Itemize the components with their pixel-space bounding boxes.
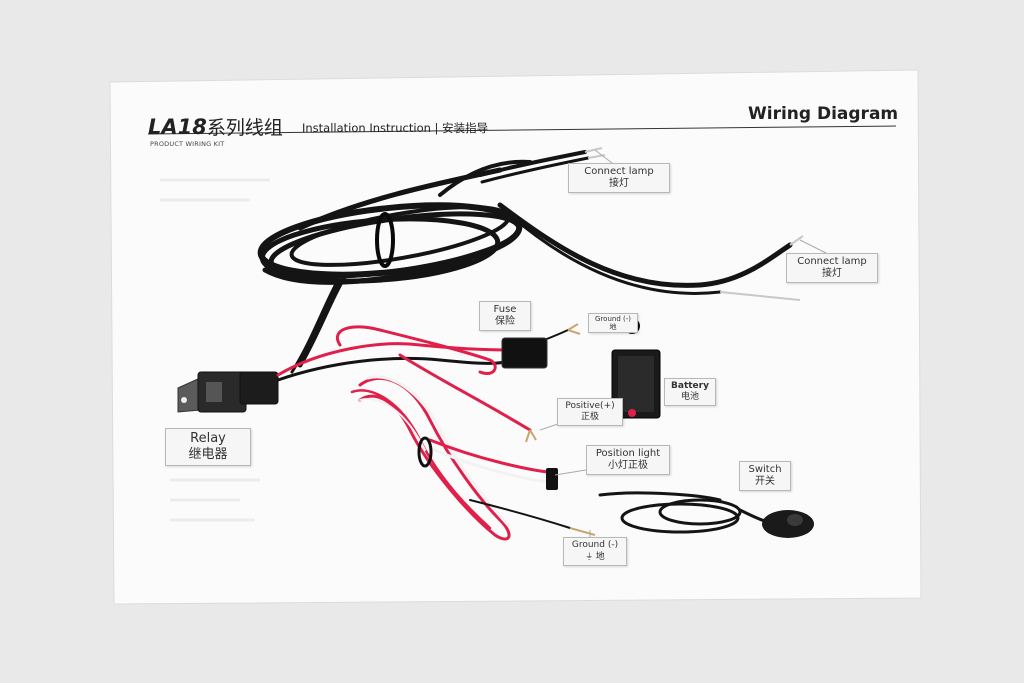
callout-positive: Positive(+) 正极 — [557, 398, 623, 426]
callout-fuse: Fuse 保险 — [479, 301, 531, 331]
relay — [177, 371, 279, 413]
callout-position-light: Position light 小灯正极 — [586, 445, 670, 475]
callout-battery: Battery 电池 — [664, 378, 716, 406]
diagram-title: Wiring Diagram — [748, 104, 899, 124]
callout-label-cn: 保险 — [495, 316, 515, 327]
callout-label: Switch — [748, 464, 782, 475]
callout-connect-lamp-2: Connect lamp 接灯 — [786, 253, 878, 283]
fuse-holder — [501, 337, 548, 369]
callout-label: Positive(+) — [565, 401, 615, 411]
callout-label: Fuse — [493, 304, 517, 315]
callout-label-cn: 开关 — [755, 476, 775, 487]
callout-label: Relay — [190, 431, 226, 446]
callout-label: Ground (-) — [571, 540, 619, 550]
callout-label: Connect lamp — [584, 166, 654, 177]
callout-label-cn: ⏚ 地 — [569, 551, 621, 563]
ground-symbol-icon: ⏚ — [585, 552, 596, 561]
callout-label-cn: 小灯正极 — [608, 460, 648, 471]
callout-label-cn-text: 地 — [595, 552, 605, 562]
product-kit-label: PRODUCT WIRING KIT — [150, 140, 225, 148]
ring-terminal-positive — [525, 429, 537, 443]
switch-body — [762, 510, 814, 538]
coil-zip-tie — [417, 436, 433, 468]
callout-label: Ground (-) — [595, 315, 631, 323]
callout-relay: Relay 继电器 — [165, 428, 251, 466]
callout-label: Battery — [671, 381, 709, 391]
ground-terminal-bottom — [569, 527, 596, 536]
red-wires — [276, 325, 569, 432]
callout-label-cn: 接灯 — [822, 268, 842, 279]
switch-button — [787, 514, 803, 526]
red-white-coil — [350, 375, 571, 541]
callout-label: Position light — [595, 448, 661, 459]
callout-label: Connect lamp — [797, 256, 867, 267]
callout-ground-bottom: Ground (-) ⏚ 地 — [563, 537, 627, 566]
callout-label-cn: 正极 — [580, 412, 599, 422]
series-title-en: LA18 — [148, 115, 207, 139]
coiled-harness — [257, 150, 793, 374]
callout-ground-top: Ground (-) 地 — [588, 313, 638, 333]
callout-label-cn: 继电器 — [188, 447, 228, 462]
callout-label-cn: 接灯 — [609, 178, 629, 189]
header-rule — [147, 125, 897, 135]
instruction-sheet — [109, 69, 922, 605]
install-title: Installation Instruction | 安装指导 — [302, 121, 489, 135]
faint-background-text — [160, 178, 270, 522]
series-title: LA18系列线组 — [148, 113, 283, 140]
callout-label-cn: 电池 — [680, 392, 699, 402]
callout-label-cn: 地 — [609, 323, 617, 331]
zip-tie — [375, 212, 395, 268]
series-title-cn: 系列线组 — [206, 117, 283, 139]
position-light-connector — [546, 468, 558, 490]
callout-switch: Switch 开关 — [739, 461, 791, 491]
ring-terminal-ground-top — [567, 323, 581, 335]
callout-connect-lamp-1: Connect lamp 接灯 — [568, 163, 670, 193]
